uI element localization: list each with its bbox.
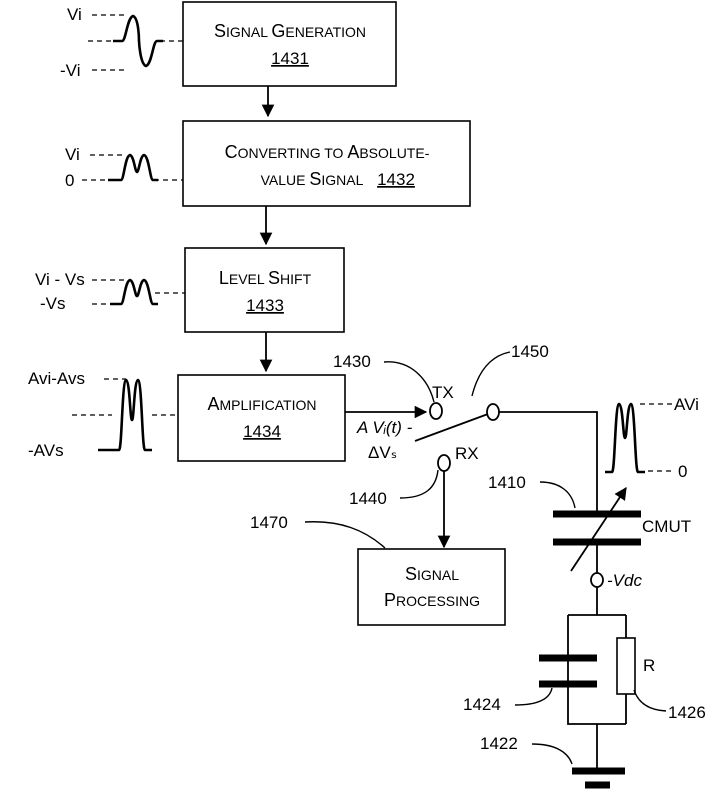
- ref-1426: 1426: [668, 703, 706, 722]
- resistor-label: R: [643, 656, 655, 675]
- ref-1440: 1440: [349, 489, 387, 508]
- abs-top-label: Vi: [65, 145, 80, 164]
- level-shift-title: LEVEL SHIFT: [219, 268, 312, 288]
- shift-bottom-label: -Vs: [40, 294, 66, 313]
- absolute-value-block: CONVERTING TO ABSOLUTE- VALUE SIGNAL 143…: [183, 121, 470, 206]
- bias-node: [591, 573, 603, 587]
- tx-rx-switch: TX 1430 1450 RX 1440: [333, 342, 549, 547]
- leader-1422: [532, 744, 572, 764]
- signal-processing-title-line1: SIGNAL: [405, 564, 459, 584]
- leader-1440: [400, 470, 438, 498]
- gen-top-label: Vi: [67, 5, 82, 24]
- level-shifted-waveform: Vi - Vs -Vs: [35, 270, 185, 313]
- rx-node: [438, 455, 450, 471]
- level-shift-box: [185, 248, 344, 332]
- amplified-waveform: Avi-Avs -AVs: [28, 369, 178, 460]
- switch-arm: [415, 414, 488, 441]
- cmut-bottom-label: 0: [678, 462, 687, 481]
- amp-top-label: Avi-Avs: [28, 369, 85, 388]
- ref-1470: 1470: [250, 513, 288, 532]
- signal-generation-ref: 1431: [271, 49, 309, 68]
- absolute-value-ref: 1432: [377, 170, 415, 189]
- leader-1470: [305, 522, 385, 548]
- ref-1430: 1430: [333, 352, 371, 371]
- rc-network: R 1424 1426: [463, 615, 706, 724]
- cmut-top-label: AVi: [674, 395, 699, 414]
- amplification-ref: 1434: [243, 422, 281, 441]
- signal-processing-box: [358, 549, 505, 625]
- shift-top-label: Vi - Vs: [35, 270, 85, 289]
- leader-1450: [472, 352, 510, 396]
- rectified-pulse-trace: [108, 155, 158, 180]
- absolute-value-title-line2: VALUE SIGNAL: [261, 169, 364, 189]
- signal-processing-title-line2: PROCESSING: [384, 590, 480, 610]
- level-shifted-pulse-trace: [110, 280, 158, 304]
- signal-processing-block: SIGNAL PROCESSING 1470: [250, 513, 505, 625]
- ref-1450: 1450: [511, 342, 549, 361]
- ref-1422: 1422: [480, 734, 518, 753]
- signal-generation-block: SIGNAL GENERATION 1431: [183, 2, 396, 86]
- output-formula-line2: ΔVₛ: [368, 443, 397, 462]
- bipolar-input-waveform: Vi -Vi: [60, 5, 183, 80]
- rectified-waveform: Vi 0: [65, 145, 183, 190]
- tx-label: TX: [432, 383, 454, 402]
- leader-1410: [540, 482, 575, 508]
- ground-symbol: 1422: [480, 724, 625, 785]
- resistor-body: [617, 638, 635, 694]
- rx-label: RX: [455, 444, 479, 463]
- wire-switch-to-cmut: [499, 412, 597, 512]
- abs-bottom-label: 0: [65, 171, 74, 190]
- gen-bottom-label: -Vi: [60, 61, 80, 80]
- cmut-variable-arrow: [571, 488, 626, 571]
- leader-1424: [515, 688, 552, 705]
- cmut-drive-waveform: AVi 0: [605, 395, 699, 481]
- amplification-block: AMPLIFICATION 1434: [178, 375, 345, 461]
- signal-generation-box: [183, 2, 396, 86]
- signal-generation-title: SIGNAL GENERATION: [214, 21, 366, 41]
- cmut-variable-capacitor: CMUT 1410: [488, 473, 691, 571]
- cmut-label: CMUT: [642, 517, 691, 536]
- leader-1426: [634, 690, 666, 711]
- level-shift-block: LEVEL SHIFT 1433: [185, 248, 344, 332]
- ref-1424: 1424: [463, 695, 501, 714]
- absolute-value-box: [183, 121, 470, 206]
- bias-label: -Vdc: [607, 571, 642, 590]
- amplification-title: AMPLIFICATION: [208, 394, 317, 414]
- tx-node: [430, 403, 442, 419]
- leader-1430: [384, 362, 434, 402]
- switch-pivot-node: [487, 404, 499, 420]
- amplification-box: [178, 375, 345, 461]
- ref-1410: 1410: [488, 473, 526, 492]
- amplified-pulse-trace: [98, 380, 152, 450]
- amp-bottom-label: -AVs: [28, 441, 64, 460]
- bipolar-pulse-trace: [113, 16, 163, 66]
- output-formula-line1: A Vᵢ(t) -: [356, 418, 413, 437]
- cmut-pulse-trace: [605, 404, 645, 472]
- level-shift-ref: 1433: [246, 296, 284, 315]
- absolute-value-title-line1: CONVERTING TO ABSOLUTE-: [225, 142, 430, 162]
